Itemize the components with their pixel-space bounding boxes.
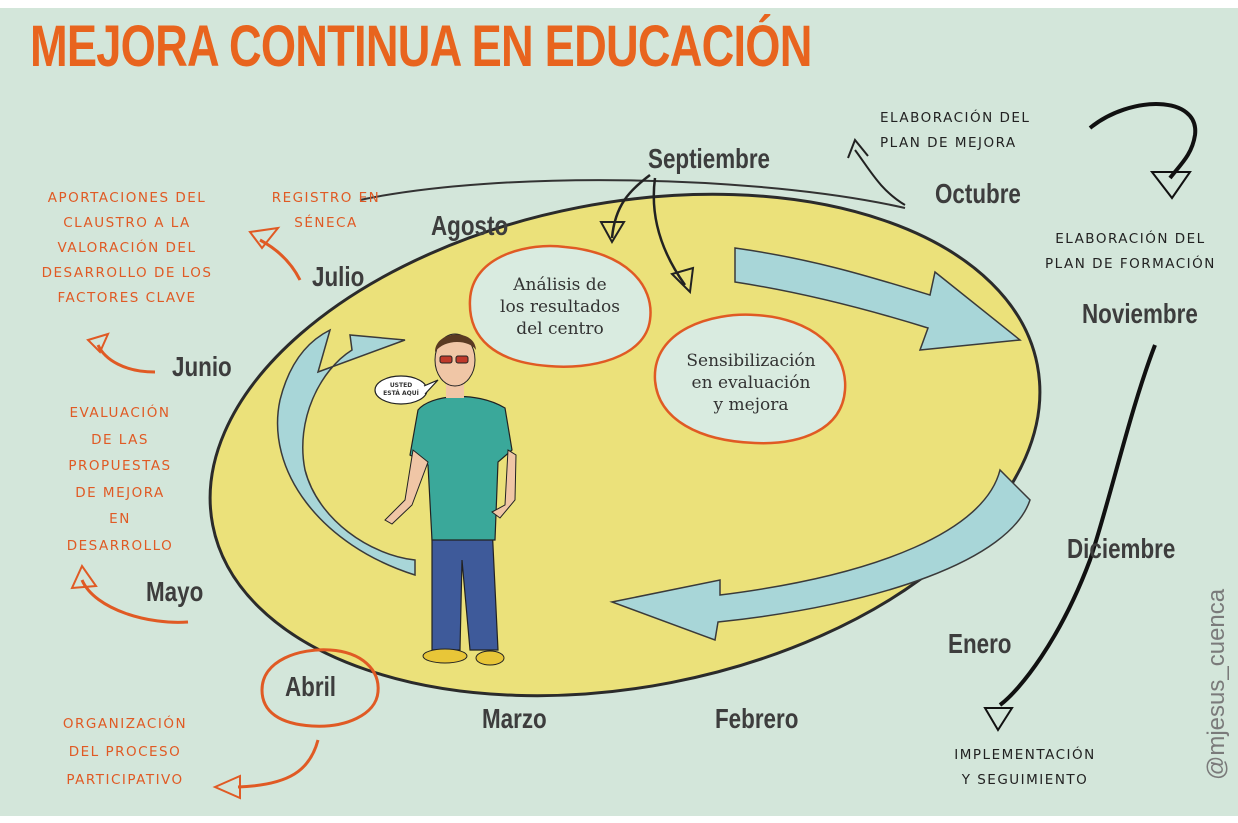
octubre-arrow — [854, 149, 906, 206]
author-credit: @mjesus_cuenca — [1203, 588, 1230, 780]
octubre-arrow-head — [847, 138, 869, 159]
month-mayo: Mayo — [146, 576, 204, 607]
abril-circle — [260, 648, 380, 728]
registro-line-2: SÉNECA — [294, 215, 358, 231]
junio-arrow — [96, 344, 156, 374]
analisis-line-2: los resultados — [500, 297, 620, 317]
month-junio: Junio — [172, 351, 232, 382]
analisis-line-1: Análisis de — [513, 275, 607, 295]
plan-formacion-line-2: PLAN DE FORMACIÓN — [1045, 256, 1216, 272]
aportaciones-note: APORTACIONES DEL CLAUSTRO A LA VALORACIÓ… — [32, 186, 222, 311]
cycle-ellipse — [208, 192, 1042, 698]
plan-formacion-line-1: ELABORACIÓN DEL — [1055, 231, 1206, 247]
septiembre-arrow-right — [652, 177, 687, 286]
plan-mejora-line-2: PLAN DE MEJORA — [880, 135, 1017, 151]
mayo-arrow — [80, 579, 189, 624]
month-noviembre: Noviembre — [1082, 298, 1198, 329]
registro-note: REGISTRO EN SÉNECA — [262, 186, 390, 236]
speech-text: USTED ESTÁ AQUÍ — [380, 382, 422, 398]
month-abril: Abril — [285, 671, 337, 702]
sensibilizacion-text: Sensibilización en evaluación y mejora — [680, 350, 822, 416]
plan-mejora-line-1: ELABORACIÓN DEL — [880, 110, 1031, 126]
plan-mejora-arrow-head — [1149, 171, 1192, 200]
top-arc-line — [359, 179, 906, 209]
sensibilizacion-line-1: Sensibilización — [686, 351, 816, 371]
evaluacion-line-4: DE MEJORA — [75, 484, 165, 501]
organizacion-line-1: ORGANIZACIÓN — [62, 716, 188, 732]
speech-bubble-tail — [423, 379, 439, 395]
evaluacion-note: EVALUACIÓN DE LAS PROPUESTAS DE MEJORA E… — [50, 400, 190, 559]
speech-line-1: USTED — [389, 382, 413, 389]
cycle-arrow-bottom-right — [609, 468, 1031, 642]
speech-line-2: ESTÁ AQUÍ — [383, 390, 419, 397]
implementacion-line-2: Y SEGUIMIENTO — [961, 772, 1089, 788]
character-figure — [384, 333, 517, 666]
analisis-bubble — [468, 244, 652, 368]
plan-mejora-arrow — [1088, 102, 1198, 180]
month-septiembre: Septiembre — [648, 143, 770, 174]
aportaciones-line-1: APORTACIONES DEL — [47, 190, 207, 206]
month-julio: Julio — [312, 261, 365, 292]
septiembre-arrow-left-head — [599, 221, 626, 245]
implementacion-line-1: IMPLEMENTACIÓN — [954, 747, 1096, 763]
abril-arrow-head — [212, 774, 241, 800]
evaluacion-line-3: PROPUESTAS — [68, 458, 172, 474]
organizacion-line-3: PARTICIPATIVO — [66, 772, 184, 788]
evaluacion-line-1: EVALUACIÓN — [69, 405, 171, 421]
top-margin — [0, 0, 1238, 8]
aportaciones-line-5: FACTORES CLAVE — [57, 290, 197, 306]
junio-arrow-head — [86, 332, 110, 354]
septiembre-arrow-left — [610, 174, 651, 239]
cycle-arrow-left — [276, 328, 416, 577]
aportaciones-line-4: DESARROLLO DE LOS — [41, 265, 213, 281]
month-febrero: Febrero — [715, 703, 799, 734]
implementacion-note: IMPLEMENTACIÓN Y SEGUIMIENTO — [930, 743, 1120, 793]
cycle-arrow-top-right — [734, 247, 1022, 351]
bottom-margin — [0, 816, 1238, 823]
plan-mejora-note: ELABORACIÓN DEL PLAN DE MEJORA — [880, 106, 1030, 156]
sensibilizacion-line-3: y mejora — [713, 395, 789, 415]
abril-arrow — [237, 739, 320, 789]
analisis-text: Análisis de los resultados del centro — [498, 274, 622, 340]
month-agosto: Agosto — [431, 210, 509, 241]
julio-arrow-head — [248, 226, 281, 250]
page-title: MEJORA CONTINUA EN EDUCACIÓN — [30, 14, 812, 79]
organizacion-line-2: DEL PROCESO — [68, 744, 182, 760]
septiembre-arrow-right-head — [670, 266, 695, 295]
aportaciones-line-2: CLAUSTRO A LA — [63, 215, 191, 231]
registro-line-1: REGISTRO EN — [271, 190, 381, 206]
month-marzo: Marzo — [482, 703, 547, 734]
evaluacion-line-5: EN — [109, 511, 131, 527]
analisis-line-3: del centro — [516, 319, 604, 339]
sensibilizacion-bubble — [653, 313, 847, 445]
month-octubre: Octubre — [935, 178, 1021, 209]
noviembre-arrow-head — [983, 707, 1014, 732]
sensibilizacion-line-2: en evaluación — [691, 373, 811, 393]
plan-formacion-note: ELABORACIÓN DEL PLAN DE FORMACIÓN — [1045, 227, 1216, 277]
evaluacion-line-6: DESARROLLO — [66, 537, 174, 554]
julio-arrow — [259, 238, 302, 281]
mayo-arrow-head — [70, 563, 98, 590]
evaluacion-line-2: DE LAS — [91, 431, 149, 448]
noviembre-arrow — [998, 344, 1157, 707]
aportaciones-line-3: VALORACIÓN DEL — [57, 240, 197, 256]
month-diciembre: Diciembre — [1067, 533, 1176, 564]
month-enero: Enero — [948, 628, 1012, 659]
organizacion-note: ORGANIZACIÓN DEL PROCESO PARTICIPATIVO — [40, 710, 210, 794]
